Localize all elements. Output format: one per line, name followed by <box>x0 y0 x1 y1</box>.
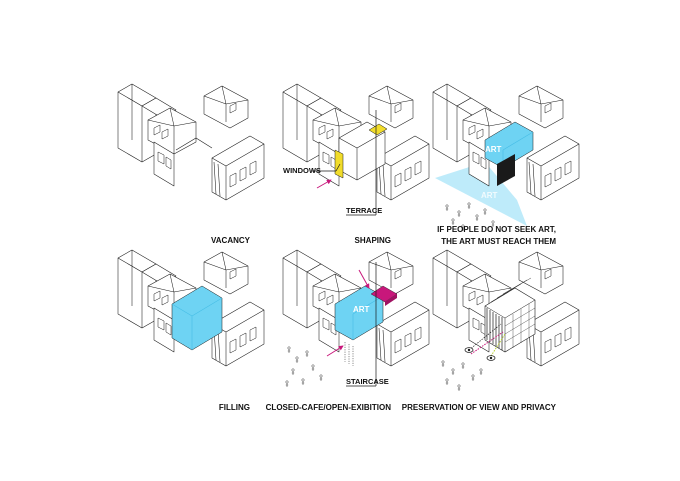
panel-vacancy <box>118 84 264 200</box>
panel-shaping <box>283 84 429 200</box>
panel-view <box>433 250 579 391</box>
caption-filling: FILLING <box>219 403 250 412</box>
art-reflection: ART <box>481 191 498 200</box>
caption-reach-line2: THE ART MUST REACH THEM <box>441 237 556 246</box>
arrow-icon <box>317 180 331 188</box>
caption-shaping: SHAPING <box>355 236 391 245</box>
caption-cafe: CLOSED-CAFE/OPEN-EXIBITION <box>266 403 392 412</box>
eye-icon <box>487 356 495 361</box>
label-staircase: STAIRCASE <box>346 377 389 386</box>
caption-view: PRESERVATION OF VIEW AND PRIVACY <box>402 403 557 412</box>
caption-reach-line1: IF PEOPLE DO NOT SEEK ART, <box>437 225 556 234</box>
label-windows: WINDOWS <box>283 166 321 175</box>
eye-icon <box>465 348 473 353</box>
art-label: ART <box>485 145 502 154</box>
arrow-icon <box>359 270 369 288</box>
art-label-cafe: ART <box>353 305 370 314</box>
panel-reach: ART ART <box>433 84 579 231</box>
window-yellow-left <box>335 150 343 178</box>
panel-filling <box>118 250 264 366</box>
panel-cafe: ART <box>283 250 429 387</box>
label-terrace: TERRACE <box>346 206 382 215</box>
caption-vacancy: VACANCY <box>211 236 251 245</box>
